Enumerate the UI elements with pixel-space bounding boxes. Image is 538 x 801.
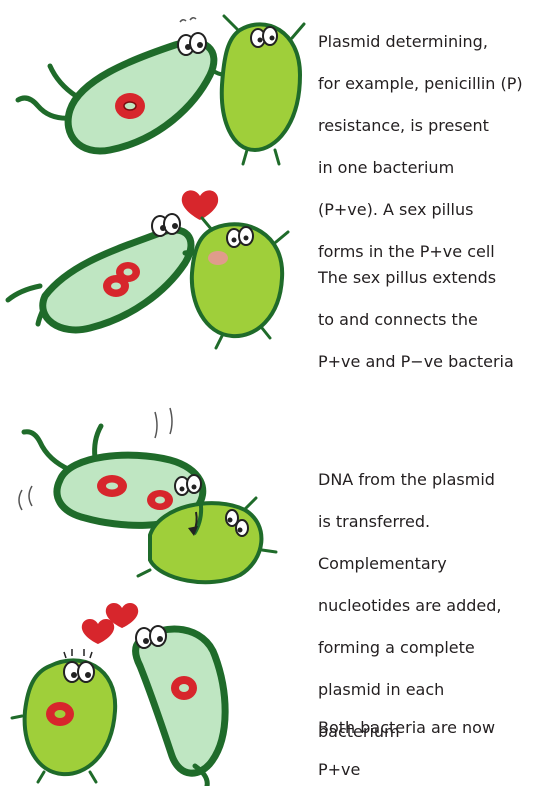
blush bbox=[208, 251, 228, 265]
step-3-illustration bbox=[0, 400, 310, 600]
pupil bbox=[238, 528, 243, 533]
plasmid-center bbox=[55, 710, 66, 718]
caption-line: is transferred. bbox=[318, 511, 534, 532]
plasmid-center bbox=[124, 269, 133, 276]
caption-line: Both bacteria are now bbox=[318, 717, 534, 738]
plasmid-center bbox=[111, 283, 121, 290]
eye bbox=[150, 626, 166, 646]
step-2-illustration bbox=[0, 178, 310, 378]
pupil bbox=[85, 672, 91, 678]
step-2-panel: The sex pillus extends to and connects t… bbox=[0, 178, 538, 378]
caption-line: Complementary bbox=[318, 553, 534, 574]
flagellum bbox=[18, 98, 72, 118]
pupil bbox=[143, 638, 149, 644]
flagellum bbox=[24, 432, 70, 470]
step-4-panel: Both bacteria are now P+ve bbox=[0, 596, 538, 786]
pupil bbox=[180, 487, 185, 492]
round-bacterium bbox=[150, 503, 261, 582]
pupil bbox=[270, 36, 275, 41]
pupil bbox=[192, 485, 197, 490]
step-4-caption: Both bacteria are now P+ve bbox=[318, 696, 534, 801]
caption-line: to and connects the bbox=[318, 309, 534, 330]
caption-line: DNA from the plasmid bbox=[318, 469, 534, 490]
pupil bbox=[160, 225, 166, 231]
heart-icon bbox=[82, 619, 114, 644]
caption-line: P+ve bbox=[318, 759, 534, 780]
step-1-illustration bbox=[0, 0, 310, 190]
flagellum bbox=[8, 286, 40, 300]
flagellum bbox=[95, 426, 101, 458]
pupil bbox=[232, 238, 237, 243]
pupil bbox=[228, 518, 233, 523]
plasmid-center bbox=[155, 497, 165, 504]
plasmid-center bbox=[124, 102, 136, 110]
motion-marks bbox=[180, 18, 196, 22]
caption-line: The sex pillus extends bbox=[318, 267, 534, 288]
pupil bbox=[185, 44, 191, 50]
caption-line: in one bacterium bbox=[318, 157, 534, 178]
step-4-illustration bbox=[0, 596, 310, 786]
flagellum bbox=[50, 66, 76, 96]
caption-line: P+ve and P−ve bacteria bbox=[318, 351, 534, 372]
pupil bbox=[172, 223, 178, 229]
eye bbox=[236, 520, 248, 536]
plasmid-center bbox=[106, 483, 118, 490]
pupil bbox=[244, 236, 249, 241]
eye bbox=[187, 475, 201, 493]
caption-line: Plasmid determining, bbox=[318, 31, 534, 52]
step-3-panel: DNA from the plasmid is transferred. Com… bbox=[0, 400, 538, 600]
pupil bbox=[258, 38, 263, 43]
rod-bacterium bbox=[68, 42, 214, 151]
motion-marks bbox=[155, 408, 172, 438]
eye bbox=[164, 214, 180, 234]
eye bbox=[78, 662, 94, 682]
pupil bbox=[197, 42, 203, 48]
rod-bacterium bbox=[136, 629, 226, 773]
pupil bbox=[71, 672, 77, 678]
caption-line: for example, penicillin (P) bbox=[318, 73, 534, 94]
heart-icon bbox=[182, 190, 218, 220]
step-2-caption: The sex pillus extends to and connects t… bbox=[318, 246, 534, 393]
plasmid-center bbox=[179, 684, 189, 692]
eye bbox=[263, 27, 277, 45]
pupil bbox=[157, 636, 163, 642]
motion-marks bbox=[19, 486, 32, 510]
step-1-panel: Plasmid determining, for example, penici… bbox=[0, 0, 538, 190]
eyelashes bbox=[64, 649, 92, 658]
caption-line: resistance, is present bbox=[318, 115, 534, 136]
